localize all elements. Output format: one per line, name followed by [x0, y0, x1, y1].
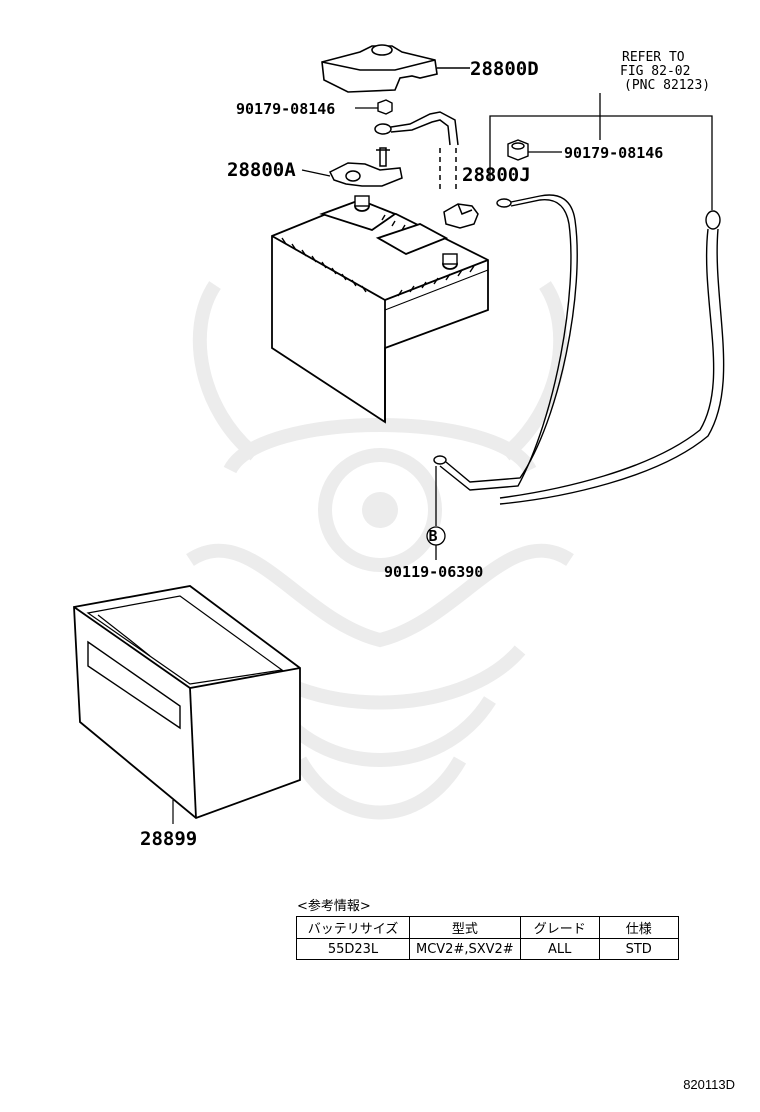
- nut-top: [377, 99, 393, 115]
- bolt-marker: [426, 466, 446, 560]
- bolt-marker-letter: B: [428, 527, 437, 545]
- battery: [271, 195, 489, 424]
- label-tray: 28899: [140, 828, 197, 850]
- nut-right: [507, 139, 529, 161]
- col-battery-size: バッテリサイズ: [296, 916, 410, 939]
- terminal-clamp-28800a: [328, 147, 403, 187]
- negative-cable: [433, 194, 578, 491]
- watermark-emblem: [186, 281, 574, 820]
- label-nut-top: 90179-08146: [236, 100, 335, 118]
- cell-spec: STD: [598, 938, 679, 960]
- col-model: 型式: [409, 916, 521, 939]
- terminal-cover-28800d: [321, 44, 438, 93]
- cell-model: MCV2#,SXV2#: [409, 938, 521, 960]
- cell-grade: ALL: [519, 938, 600, 960]
- table-row: 55D23L MCV2#,SXV2# ALL STD: [296, 938, 679, 960]
- label-28800a: 28800A: [227, 159, 296, 181]
- col-grade: グレード: [519, 916, 600, 939]
- positive-cable-top: [374, 111, 459, 190]
- reference-info-table: バッテリサイズ 型式 グレード 仕様 55D23L MCV2#,SXV2# AL…: [296, 916, 679, 960]
- refer-line-2: FIG 82-02: [620, 64, 690, 79]
- terminal-28800j: [443, 203, 479, 229]
- battery-ribs: [281, 214, 475, 297]
- col-spec: 仕様: [598, 916, 679, 939]
- label-28800d: 28800D: [470, 58, 539, 80]
- figure-code: 820113D: [683, 1077, 735, 1092]
- table-header-row: バッテリサイズ 型式 グレード 仕様: [296, 916, 679, 939]
- ground-strap: [499, 210, 725, 505]
- refer-line-3: (PNC 82123): [624, 78, 710, 93]
- reference-leader: [489, 93, 713, 210]
- label-bolt: 90119-06390: [384, 563, 483, 581]
- refer-line-1: REFER TO: [622, 50, 685, 65]
- label-28800j: 28800J: [462, 164, 531, 186]
- reference-info-title: <参考情報>: [297, 899, 371, 914]
- cell-battery-size: 55D23L: [296, 938, 410, 960]
- label-nut-right: 90179-08146: [564, 144, 663, 162]
- battery-tray: [73, 585, 301, 820]
